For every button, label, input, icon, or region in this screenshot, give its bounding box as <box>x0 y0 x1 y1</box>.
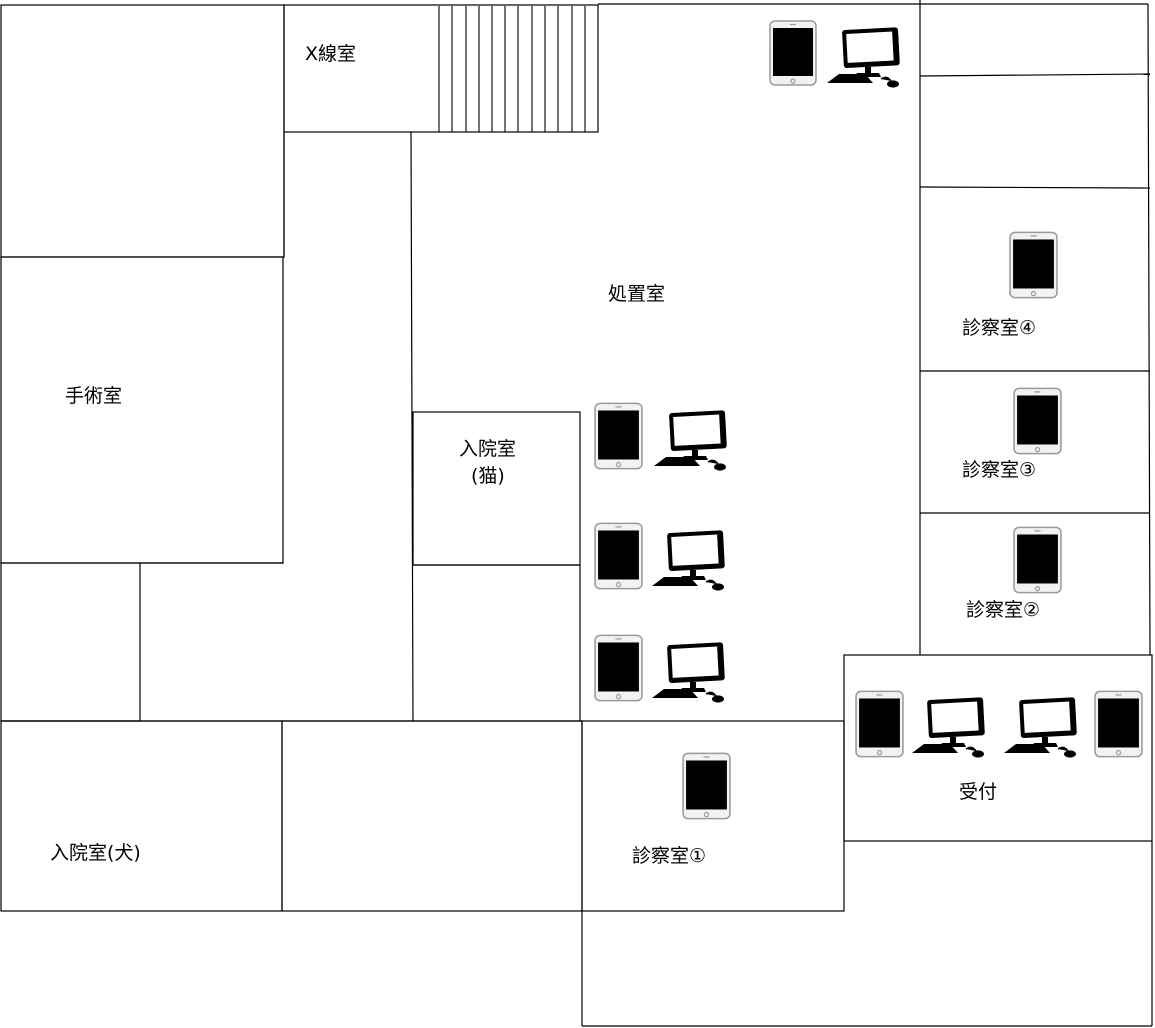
desktop-computer-icon <box>651 642 726 704</box>
room-label-ward-cat: 入院室 <box>459 438 516 460</box>
room-label-exam-1: 診察室① <box>632 845 706 867</box>
desktop-computer-icon <box>826 27 901 89</box>
tablet-icon <box>1013 526 1062 594</box>
room-label-surgery: 手術室 <box>65 385 122 407</box>
room-label-xray: X線室 <box>305 43 356 65</box>
room-label-exam-4: 診察室④ <box>962 317 1036 339</box>
tablet-icon <box>682 752 731 820</box>
tablet-icon <box>594 402 643 470</box>
room-label-treatment: 処置室 <box>608 283 665 305</box>
desktop-computer-icon <box>1003 697 1078 759</box>
staircase <box>438 6 586 132</box>
tablet-icon <box>769 20 817 86</box>
room-label-reception: 受付 <box>959 781 997 803</box>
desktop-computer-icon <box>653 410 728 472</box>
tablet-icon <box>1013 387 1062 455</box>
room-label-exam-3: 診察室③ <box>962 459 1036 481</box>
room-label-exam-2: 診察室② <box>966 599 1040 621</box>
tablet-icon <box>855 690 904 758</box>
desktop-computer-icon <box>911 697 986 759</box>
tablet-icon <box>594 522 643 590</box>
tablet-icon <box>1009 231 1058 299</box>
room-label-ward-cat-sub: (猫) <box>471 465 505 487</box>
tablet-icon <box>1094 690 1143 758</box>
tablet-icon <box>594 634 643 702</box>
desktop-computer-icon <box>651 530 726 592</box>
room-label-ward-dog: 入院室(犬) <box>50 842 141 864</box>
